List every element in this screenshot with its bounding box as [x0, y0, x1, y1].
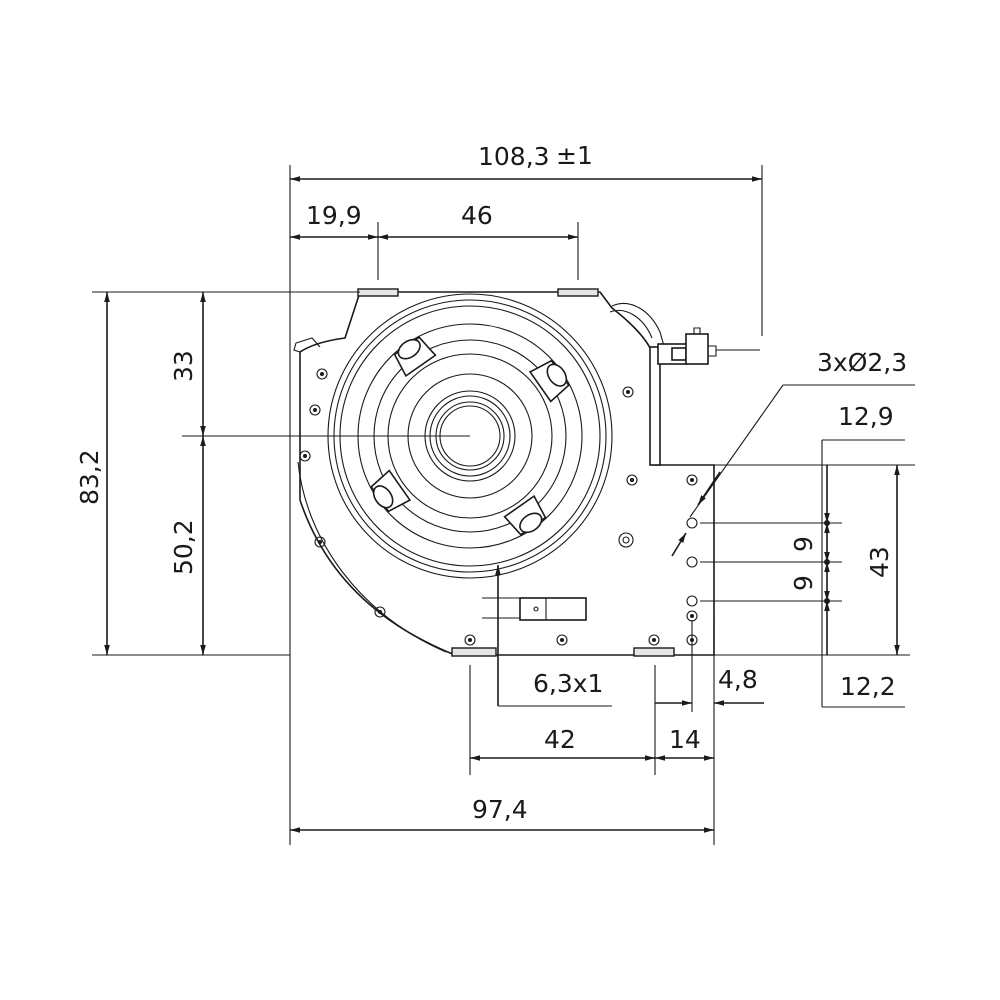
dim-overall-width-tol: ±1	[556, 141, 593, 170]
connector-housing	[685, 333, 709, 365]
dim-right-offset-bottom: 12,2	[840, 672, 896, 701]
volute-curve	[297, 461, 447, 653]
dimension-labels: 108,3 ±1 19,9 46 83,2 33 50,2 3xØ2,3 12,…	[75, 141, 907, 824]
dim-hole-span: 43	[865, 546, 894, 578]
dim-overall-width: 108,3	[478, 142, 550, 171]
dim-dot-3	[824, 598, 830, 604]
dim-right-offset-top: 12,9	[838, 402, 894, 431]
flat-terminal	[482, 597, 587, 621]
connector-clip	[708, 345, 717, 357]
dim-lower-height: 50,2	[169, 519, 198, 575]
fan-housing	[293, 288, 760, 657]
dim-foot-edge: 14	[669, 725, 701, 754]
dim-edge-offset: 4,8	[718, 665, 758, 694]
side-post	[649, 346, 661, 466]
dim-base-width: 97,4	[472, 795, 528, 824]
dim-terminal: 6,3x1	[533, 669, 603, 698]
dim-holes: 3xØ2,3	[817, 348, 907, 377]
left-bracket	[293, 337, 321, 353]
wire-bracket	[609, 302, 665, 347]
connector-latch	[671, 347, 687, 361]
rotor-clips	[370, 336, 570, 536]
dim-left-offset: 19,9	[306, 201, 362, 230]
dim-overall-height: 83,2	[75, 449, 104, 505]
dim-hole-pitch-1: 9	[789, 536, 818, 552]
rivets	[299, 368, 698, 646]
dim-hole-pitch-2: 9	[789, 575, 818, 591]
foot-right	[633, 647, 675, 657]
dim-dot-2	[824, 559, 830, 565]
dimension-lines	[92, 165, 915, 845]
foot-left	[451, 647, 497, 657]
mounting-holes	[686, 517, 698, 607]
top-tab-left	[357, 288, 399, 297]
dim-dot-1	[824, 520, 830, 526]
dim-top-span: 46	[461, 201, 493, 230]
top-tab-right	[557, 288, 599, 297]
dim-upper-height: 33	[169, 350, 198, 382]
connector-pin	[693, 327, 701, 334]
dim-foot-span: 42	[544, 725, 576, 754]
